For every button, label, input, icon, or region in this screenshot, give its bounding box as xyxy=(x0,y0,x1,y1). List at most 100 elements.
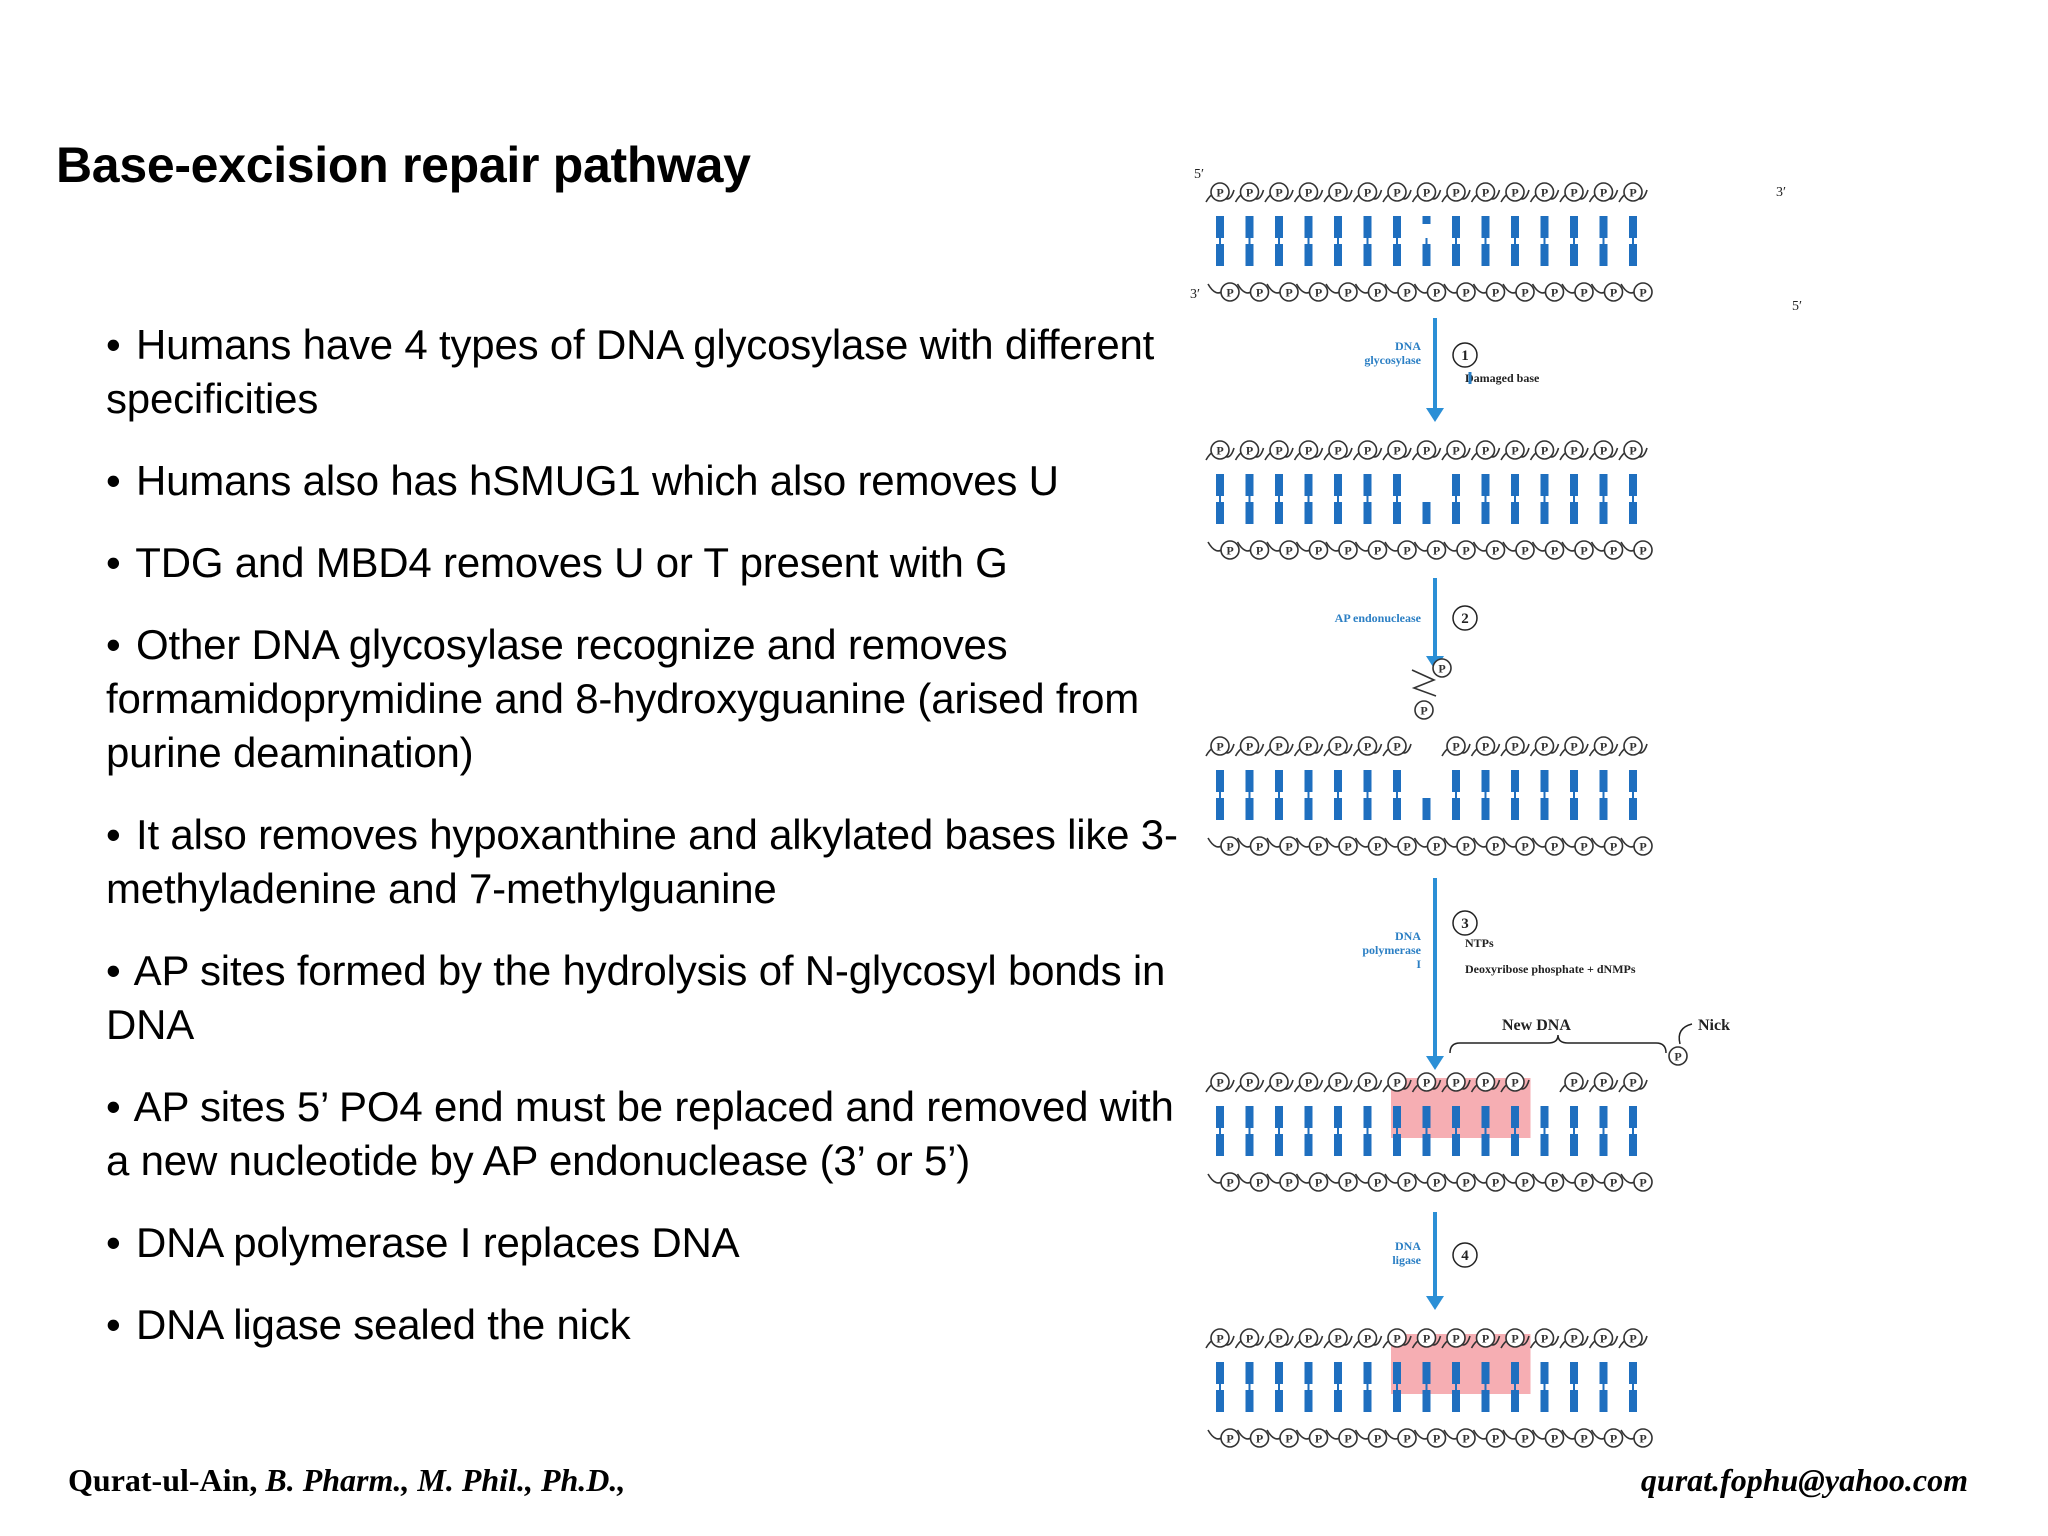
phosphate-label: P xyxy=(1600,444,1607,458)
phosphate-label: P xyxy=(1462,1176,1469,1190)
phosphate-group: P xyxy=(1367,836,1388,856)
base-pair-bond xyxy=(1219,238,1221,246)
phosphate-circle xyxy=(1308,1428,1329,1448)
phosphate-circle xyxy=(1397,282,1417,302)
phosphate-label: P xyxy=(1403,544,1410,558)
phosphate-label: P xyxy=(1511,1076,1518,1090)
base-pair-bond xyxy=(1543,792,1546,800)
base-pair-bond xyxy=(1366,238,1369,246)
phosphate-group: P xyxy=(1505,440,1525,460)
phosphate-circle xyxy=(1446,736,1466,756)
base-bottom xyxy=(1422,244,1431,266)
phosphate-group: P xyxy=(1249,836,1270,856)
phosphate-label: P xyxy=(1374,1176,1381,1190)
phosphate-label: P xyxy=(1374,840,1381,854)
base-pair-bond xyxy=(1425,1128,1428,1136)
five-prime-label: 5′ xyxy=(1792,299,1802,314)
base-pair-bond xyxy=(1337,238,1339,246)
base-pair-bond xyxy=(1514,496,1516,504)
phosphate-group: P xyxy=(1387,1328,1407,1348)
phosphate-label: P xyxy=(1482,444,1489,458)
footer-author: Qurat-ul-Ain, B. Pharm., M. Phil., Ph.D.… xyxy=(68,1462,625,1499)
phosphate-group: P xyxy=(1623,182,1643,202)
phosphate-circle xyxy=(1432,658,1452,678)
phosphate-label: P xyxy=(1433,1176,1440,1190)
bullet-symbol: • xyxy=(106,947,121,994)
phosphate-group: P xyxy=(1475,1328,1496,1348)
phosphate-label: P xyxy=(1393,1076,1400,1090)
phosphate-label: P xyxy=(1674,1050,1681,1064)
phosphate-group: P xyxy=(1210,440,1230,460)
phosphate-circle xyxy=(1249,1428,1270,1448)
step-number-circle xyxy=(1452,605,1478,631)
base-top xyxy=(1629,474,1637,496)
base-top xyxy=(1216,216,1224,238)
phosphate-label: P xyxy=(1452,1076,1459,1090)
phosphate-group: P xyxy=(1416,1072,1437,1092)
base-bottom xyxy=(1363,1134,1372,1156)
phosphate-group: P xyxy=(1397,540,1417,560)
base-bottom xyxy=(1216,1134,1224,1156)
phosphate-circle xyxy=(1279,836,1299,856)
phosphate-group: P xyxy=(1414,700,1434,720)
base-top xyxy=(1422,1362,1431,1384)
new-dna-brace xyxy=(1449,1034,1667,1054)
phosphate-label: P xyxy=(1639,840,1646,854)
phosphate-circle xyxy=(1515,836,1535,856)
base-top xyxy=(1275,770,1283,792)
phosphate-label: P xyxy=(1629,1332,1636,1346)
phosphate-circle xyxy=(1485,836,1506,856)
base-pair-bond xyxy=(1632,792,1634,800)
base-pair-bond xyxy=(1484,1128,1487,1136)
phosphate-label: P xyxy=(1570,740,1577,754)
base-pair-bond xyxy=(1307,1128,1310,1136)
phosphate-circle xyxy=(1426,282,1447,302)
phosphate-label: P xyxy=(1521,840,1528,854)
base-pair-bond xyxy=(1396,238,1398,246)
base-top xyxy=(1275,1362,1283,1384)
phosphate-circle xyxy=(1515,540,1535,560)
phosphate-label: P xyxy=(1541,186,1548,200)
base-bottom xyxy=(1393,244,1401,266)
phosphate-circle xyxy=(1357,440,1378,460)
bullet-item: • Humans also has hSMUG1 which also remo… xyxy=(106,454,1186,508)
phosphate-group: P xyxy=(1387,736,1407,756)
phosphate-group: P xyxy=(1210,182,1230,202)
base-top xyxy=(1570,474,1578,496)
base-bottom xyxy=(1216,798,1224,820)
base-top xyxy=(1334,1106,1342,1128)
phosphate-circle xyxy=(1239,736,1260,756)
base-top xyxy=(1599,770,1608,792)
phosphate-label: P xyxy=(1452,1332,1459,1346)
phosphate-label: P xyxy=(1452,740,1459,754)
base-pair-bond xyxy=(1455,238,1457,246)
phosphate-circle xyxy=(1456,1428,1476,1448)
base-top xyxy=(1629,1106,1637,1128)
base-bottom xyxy=(1304,1390,1313,1412)
phosphate-circle xyxy=(1298,1328,1319,1348)
phosphate-group: P xyxy=(1308,540,1329,560)
phosphate-group: P xyxy=(1456,540,1476,560)
phosphate-circle xyxy=(1220,540,1240,560)
enzyme-label: DNA xyxy=(1395,1239,1421,1253)
phosphate-label: P xyxy=(1629,444,1636,458)
phosphate-circle xyxy=(1515,1172,1535,1192)
bullet-item: • AP sites 5’ PO4 end must be replaced a… xyxy=(106,1080,1186,1188)
phosphate-label: P xyxy=(1511,444,1518,458)
phosphate-group: P xyxy=(1367,282,1388,302)
phosphate-circle xyxy=(1338,1172,1358,1192)
phosphate-label: P xyxy=(1423,444,1430,458)
phosphate-circle xyxy=(1387,440,1407,460)
phosphate-group: P xyxy=(1279,540,1299,560)
phosphate-label: P xyxy=(1285,286,1292,300)
phosphate-label: P xyxy=(1246,1332,1253,1346)
phosphate-group: P xyxy=(1475,440,1496,460)
phosphate-circle xyxy=(1239,1328,1260,1348)
phosphate-group: P xyxy=(1593,182,1614,202)
phosphate-circle xyxy=(1220,1172,1240,1192)
phosphate-group: P xyxy=(1328,440,1348,460)
phosphate-group: P xyxy=(1603,540,1624,560)
phosphate-circle xyxy=(1328,182,1348,202)
phosphate-label: P xyxy=(1256,544,1263,558)
base-top xyxy=(1540,216,1549,238)
